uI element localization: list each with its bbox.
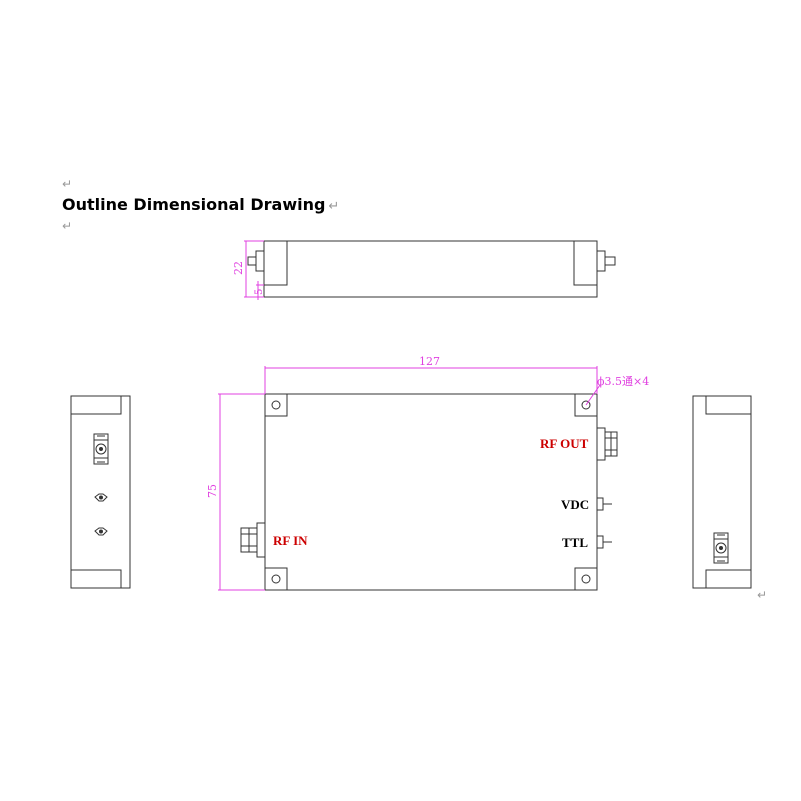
top-view: 22 5: [232, 240, 616, 300]
left-side-connector: [93, 433, 109, 465]
ttl-pin: [596, 535, 612, 549]
top-view-body: [263, 240, 598, 298]
mounting-holes: [264, 393, 598, 591]
front-view: 127 75 ϕ3.5通×4 RF OUT RF IN VDC TTL: [206, 355, 649, 591]
rf-in-connector: [240, 522, 266, 558]
paragraph-mark-after-title: ↵: [62, 219, 73, 233]
front-view-dimensions: [218, 366, 601, 591]
rf-in-label: RF IN: [273, 533, 308, 548]
ttl-label: TTL: [562, 535, 588, 550]
left-side-view: [70, 395, 131, 589]
left-side-bottom-tab: [70, 569, 122, 589]
left-side-body: [70, 395, 131, 589]
dimension-offset-label: 5: [254, 289, 265, 295]
rf-out-label: RF OUT: [540, 436, 589, 451]
right-side-connector: [713, 532, 729, 564]
paragraph-mark-bottom: ↵: [757, 588, 768, 602]
top-view-dimensions: [244, 240, 264, 300]
left-side-feedthrough-1: [94, 493, 108, 502]
top-view-left-pin: [247, 256, 257, 266]
dimension-length-label: 127: [419, 355, 440, 368]
top-view-right-pin: [604, 256, 616, 266]
vdc-label: VDC: [561, 497, 589, 512]
top-view-left-flange: [263, 240, 288, 286]
left-side-top-tab: [70, 395, 122, 415]
hole-note-label: ϕ3.5通×4: [597, 375, 649, 388]
vdc-pin: [596, 497, 612, 511]
document-title-text: Outline Dimensional Drawing: [62, 195, 326, 214]
right-side-view: [692, 395, 752, 589]
top-view-right-connector: [596, 250, 606, 272]
front-view-body: [264, 393, 598, 591]
dimension-width-label: 75: [206, 484, 219, 498]
rf-out-connector: [596, 427, 618, 461]
paragraph-mark-top: ↵: [62, 177, 73, 191]
document-title: Outline Dimensional Drawing↵: [62, 195, 339, 214]
left-side-feedthrough-2: [94, 527, 108, 536]
top-view-right-flange: [573, 240, 598, 286]
right-side-top-tab: [705, 395, 752, 415]
top-view-left-connector: [255, 250, 265, 272]
right-side-bottom-tab: [705, 569, 752, 589]
right-side-body: [692, 395, 752, 589]
paragraph-mark-title: ↵: [328, 199, 340, 214]
dimension-height-label: 22: [232, 261, 245, 275]
